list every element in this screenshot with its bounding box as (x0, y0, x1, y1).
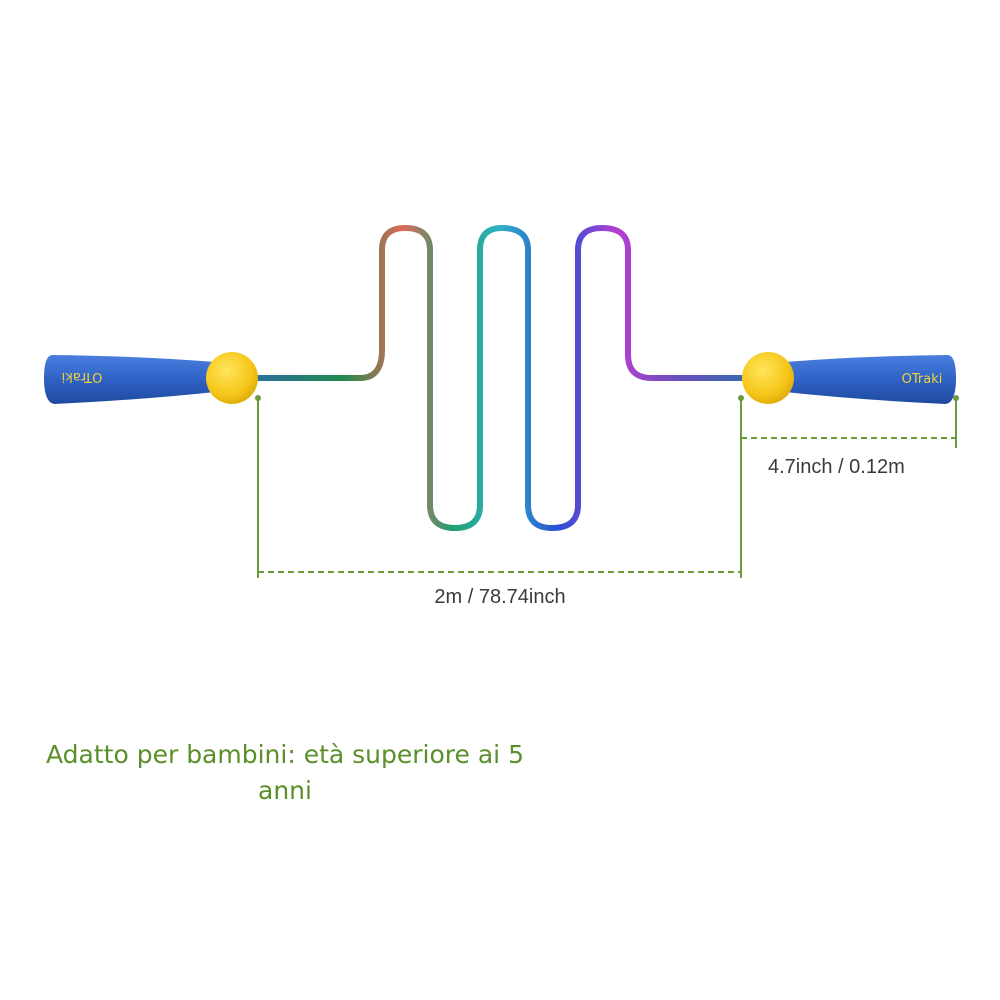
dimension-arrow-icon (255, 395, 261, 401)
rope (252, 225, 748, 531)
rope-length-dimension (255, 395, 744, 578)
right-handle: OTraki (742, 352, 956, 404)
right-knob (742, 352, 794, 404)
dimension-arrow-icon (738, 395, 744, 401)
dimension-arrow-icon (953, 395, 959, 401)
left-handle-brand: OTraki (62, 369, 103, 384)
age-suitability-note: Adatto per bambini: età superiore ai 5 a… (46, 740, 524, 805)
rope-length-label: 2m / 78.74inch (434, 586, 566, 608)
left-knob (206, 352, 258, 404)
handle-length-label: 4.7inch / 0.12m (768, 456, 905, 478)
handle-length-dimension (741, 395, 959, 448)
right-handle-brand: OTraki (902, 372, 943, 387)
left-handle: OTraki (44, 352, 258, 404)
